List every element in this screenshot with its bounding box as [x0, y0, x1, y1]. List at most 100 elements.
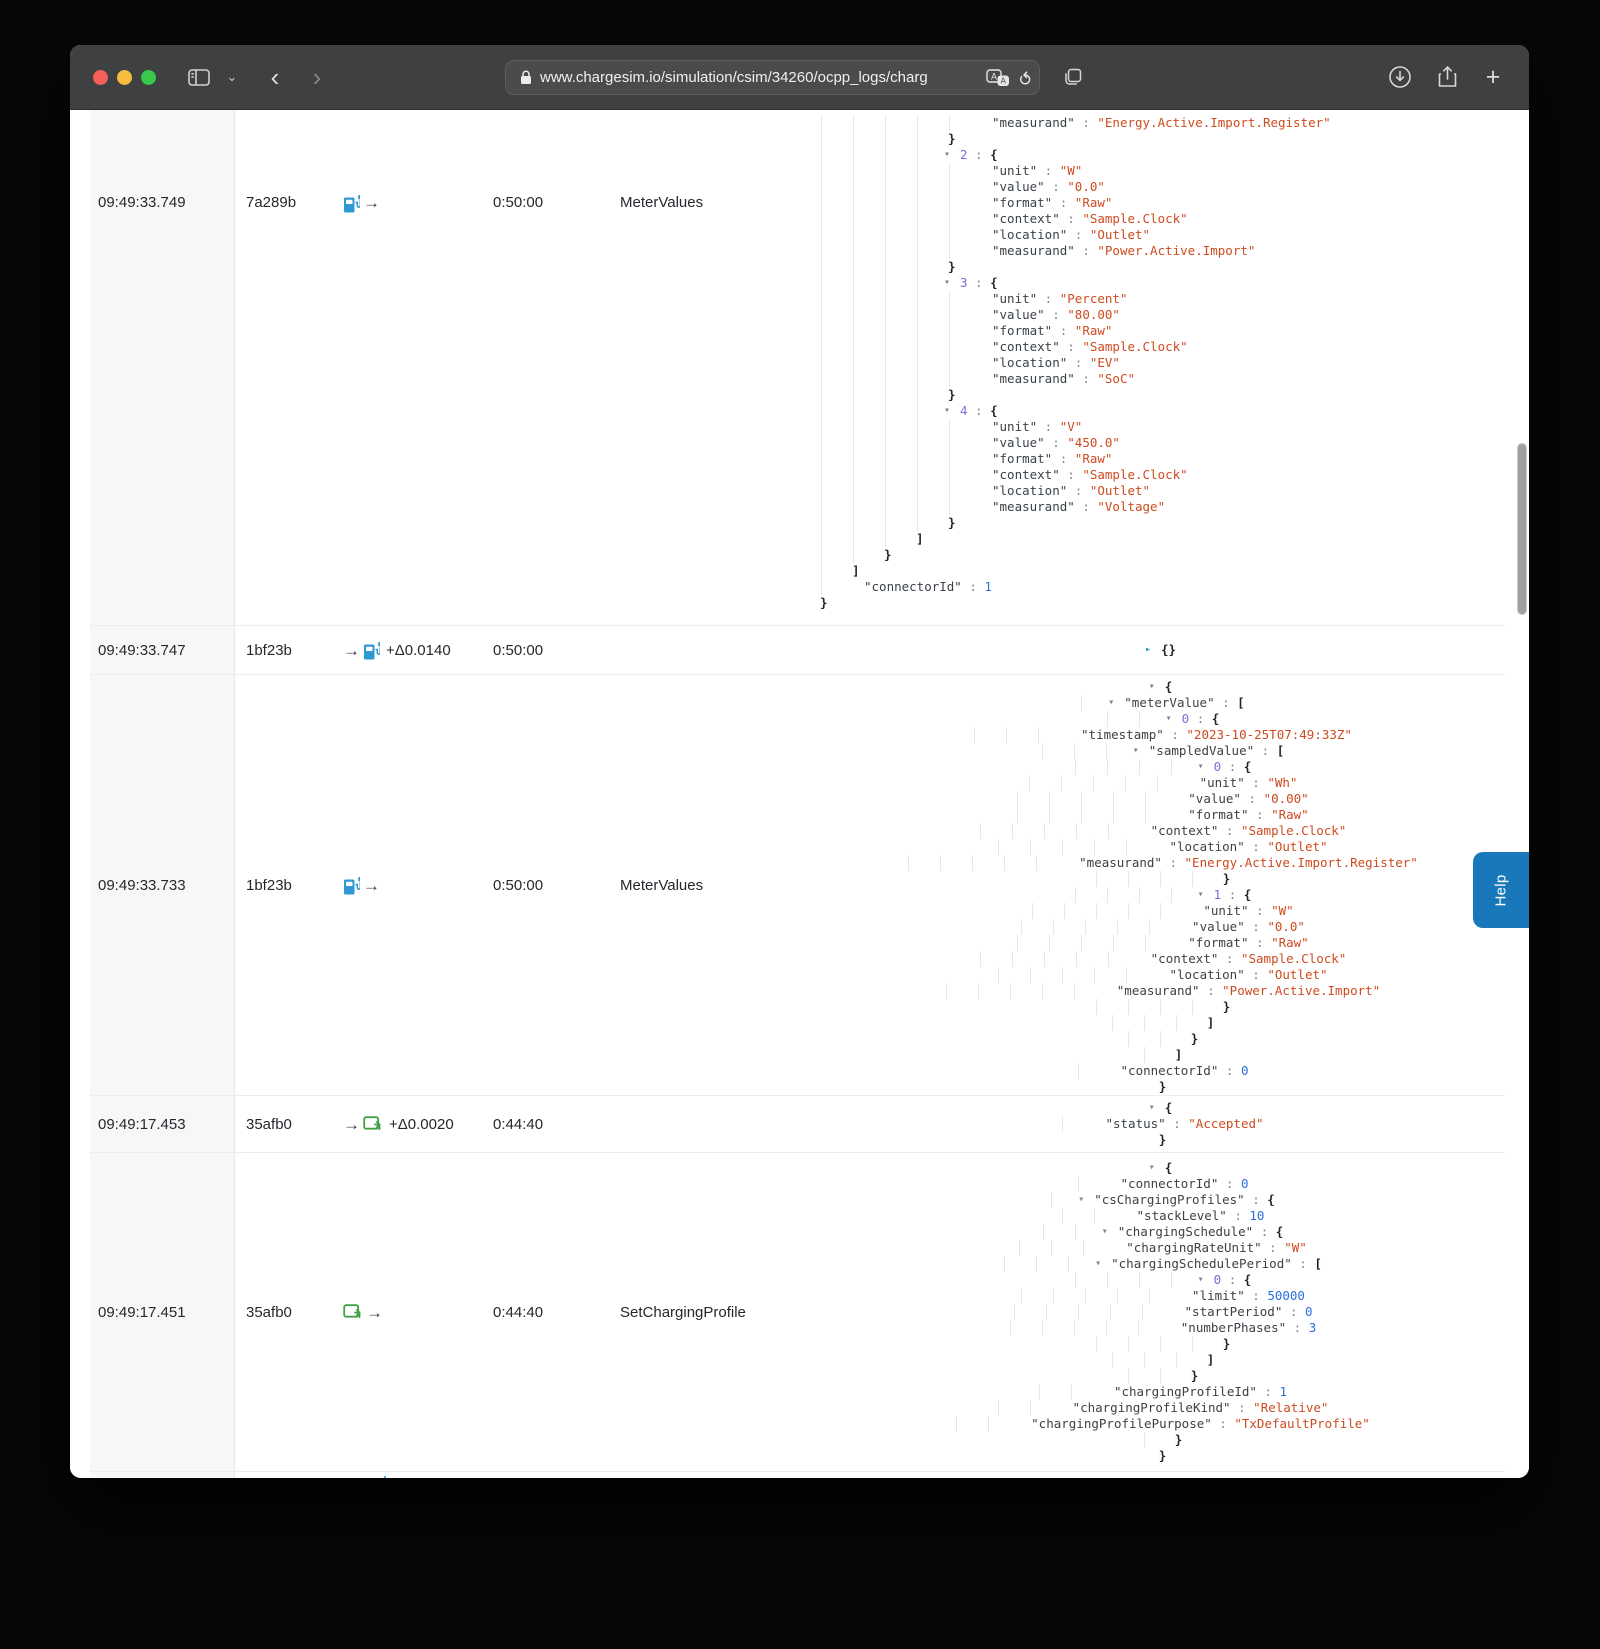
tab-overview-button[interactable] — [1055, 45, 1091, 109]
json-token-i: 4 — [960, 403, 968, 418]
log-timestamp — [90, 1472, 235, 1478]
traffic-light-close[interactable] — [93, 70, 108, 85]
tree-indent-guide — [853, 419, 854, 435]
tree-collapse-toggle-icon[interactable]: ▾ — [1149, 680, 1155, 694]
json-token-b: { — [1244, 759, 1252, 774]
json-line: "timestamp" : "2023-10-25T07:49:33Z" — [967, 727, 1352, 743]
tree-indent-guide — [1108, 823, 1109, 839]
tree-indent-guide — [853, 547, 854, 563]
tree-indent-guide — [853, 115, 854, 131]
json-token-b: } — [1159, 1132, 1167, 1147]
json-line: "context" : "Sample.Clock" — [814, 339, 1505, 355]
tree-indent-guide — [1004, 1256, 1005, 1272]
tree-indent-guide — [885, 243, 886, 259]
tree-indent-guide — [821, 451, 822, 467]
tree-indent-guide — [1192, 999, 1193, 1015]
forward-button[interactable]: › — [302, 45, 332, 109]
json-token-p: : — [1245, 919, 1268, 934]
tree-collapse-toggle-icon[interactable]: ▾ — [1149, 1101, 1155, 1115]
log-direction: → — [329, 1153, 482, 1471]
tree-indent-guide — [949, 419, 950, 435]
tree-indent-guide — [1081, 807, 1082, 823]
json-token-p: : — [1045, 307, 1068, 322]
json-line: "unit" : "W" — [1025, 903, 1293, 919]
scrollbar-thumb[interactable] — [1517, 443, 1527, 615]
sidebar-chevron-button[interactable]: ⌄ — [220, 45, 244, 109]
tree-collapse-toggle-icon[interactable]: ▾ — [1108, 696, 1114, 710]
json-token-p: : — [1215, 695, 1238, 710]
back-button[interactable]: ‹ — [260, 45, 290, 109]
share-button[interactable] — [1429, 45, 1465, 109]
tree-indent-guide — [1051, 1240, 1052, 1256]
traffic-light-zoom[interactable] — [141, 70, 156, 85]
json-token-b: {} — [1161, 642, 1176, 657]
tree-indent-guide — [949, 179, 950, 195]
tree-collapse-toggle-icon[interactable]: ▾ — [1078, 1193, 1084, 1207]
tree-collapse-toggle-icon[interactable]: ▾ — [1166, 712, 1172, 726]
translate-button[interactable]: A A — [986, 69, 1010, 87]
tree-indent-guide — [821, 259, 822, 275]
log-row[interactable]: 09:49:33.733 1bf23b → 0:50:00 MeterValue… — [90, 675, 1505, 1096]
log-row[interactable]: 09:49:17.453 35afb0 →+Δ0.0020 0:44:40 ▾{… — [90, 1096, 1505, 1153]
tree-indent-guide — [821, 243, 822, 259]
log-row[interactable] — [90, 1472, 1505, 1478]
reload-button[interactable]: ⟳ — [1017, 68, 1031, 88]
json-token-p: : — [1282, 1304, 1305, 1319]
json-line: ▾"sampledValue" : [ — [1035, 743, 1284, 759]
tree-indent-guide — [1125, 775, 1126, 791]
tree-indent-guide — [821, 547, 822, 563]
sidebar-toggle-button[interactable] — [182, 45, 216, 109]
tree-collapse-toggle-icon[interactable]: ▾ — [1149, 1161, 1155, 1175]
tree-collapse-toggle-icon[interactable]: ▾ — [1133, 744, 1139, 758]
json-line: ] — [814, 563, 1505, 579]
tree-indent-guide — [917, 163, 918, 179]
json-line: "measurand" : "Power.Active.Import" — [939, 983, 1380, 999]
json-line: ▾3 : { — [814, 275, 1505, 291]
tree-collapse-toggle-icon[interactable]: ▾ — [1198, 1273, 1204, 1287]
tree-indent-guide — [885, 419, 886, 435]
json-token-b: { — [1165, 1100, 1173, 1115]
json-token-s: "0.0" — [1267, 919, 1305, 934]
json-token-b: } — [1223, 871, 1231, 886]
log-duration: 0:50:00 — [482, 626, 609, 674]
tree-indent-guide — [885, 387, 886, 403]
charge-point-icon — [363, 641, 380, 660]
log-row[interactable]: 09:49:33.747 1bf23b →+Δ0.0140 0:50:00 ▸{… — [90, 626, 1505, 675]
log-row[interactable]: 09:49:17.451 35afb0 → 0:44:40 SetChargin… — [90, 1153, 1505, 1472]
json-token-b: } — [820, 595, 828, 610]
json-line: } — [1153, 1132, 1167, 1148]
tree-indent-guide — [1044, 823, 1045, 839]
translate-icon: A A — [986, 69, 1010, 87]
json-line: "value" : "0.0" — [1014, 919, 1305, 935]
tree-indent-guide — [1062, 967, 1063, 983]
direction-arrow-icon: → — [343, 642, 360, 659]
downloads-button[interactable] — [1382, 45, 1418, 109]
tree-indent-guide — [949, 163, 950, 179]
tree-collapse-toggle-icon[interactable]: ▾ — [944, 276, 950, 290]
tree-collapse-toggle-icon[interactable]: ▾ — [944, 404, 950, 418]
json-line: "measurand" : "Energy.Active.Import.Regi… — [901, 855, 1418, 871]
log-direction: → — [329, 675, 482, 1095]
url-field[interactable]: www.chargesim.io/simulation/csim/34260/o… — [505, 60, 1040, 95]
tree-collapse-toggle-icon[interactable]: ▾ — [1198, 888, 1204, 902]
tree-indent-guide — [821, 147, 822, 163]
tree-collapse-toggle-icon[interactable]: ▾ — [1198, 760, 1204, 774]
tree-collapse-toggle-icon[interactable]: ▾ — [944, 148, 950, 162]
new-tab-button[interactable]: + — [1475, 45, 1511, 109]
json-token-p: : — [1075, 243, 1098, 258]
tree-expand-toggle-icon[interactable]: ▸ — [1145, 643, 1151, 657]
json-line: "status" : "Accepted" — [1055, 1116, 1263, 1132]
json-line: "measurand" : "Voltage" — [814, 499, 1505, 515]
json-token-k: "measurand" — [1079, 855, 1162, 870]
tree-indent-guide — [940, 855, 941, 871]
log-id: 1bf23b — [235, 626, 329, 674]
json-token-p: : — [1166, 1116, 1189, 1131]
help-tab[interactable]: Help — [1473, 852, 1529, 928]
traffic-light-minimize[interactable] — [117, 70, 132, 85]
tree-collapse-toggle-icon[interactable]: ▾ — [1095, 1257, 1101, 1271]
tree-collapse-toggle-icon[interactable]: ▾ — [1102, 1225, 1108, 1239]
log-direction: → — [329, 110, 482, 625]
log-row[interactable]: 09:49:33.749 7a289b → 0:50:00 MeterValue… — [90, 110, 1505, 626]
json-token-p: : — [1245, 1192, 1268, 1207]
